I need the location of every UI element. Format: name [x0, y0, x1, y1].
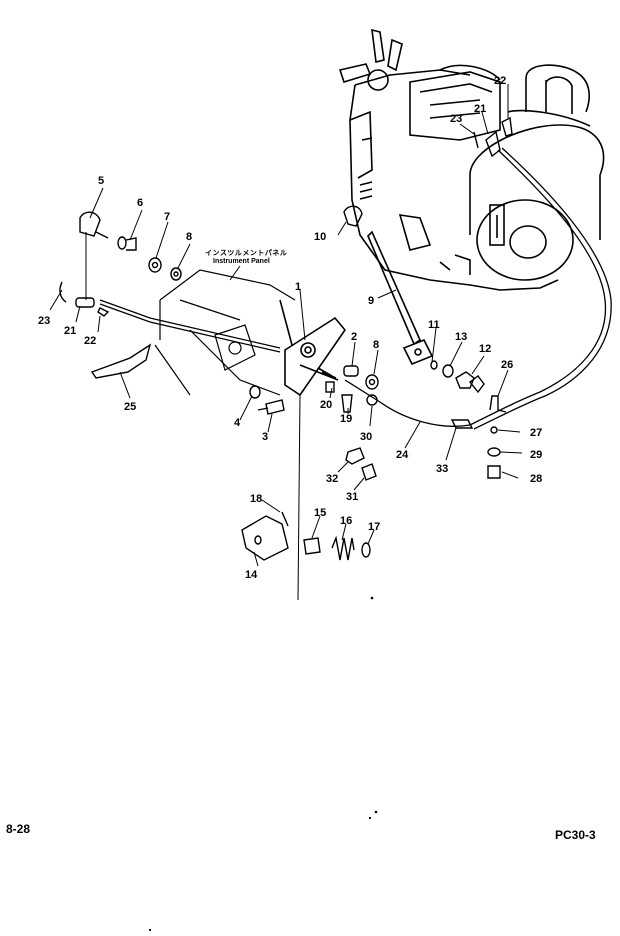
callout-20: 20	[320, 399, 332, 411]
callout-3: 3	[262, 431, 268, 443]
callout-6: 6	[137, 197, 143, 209]
callout-33: 33	[436, 463, 448, 475]
callout-14: 14	[245, 569, 258, 581]
callout-31: 31	[346, 491, 358, 503]
callout-30: 30	[360, 431, 372, 443]
callout-22a: 22	[84, 335, 96, 347]
callout-22b: 22	[494, 75, 506, 87]
callout-16: 16	[340, 515, 352, 527]
instrument-panel-label-jp: インスツルメントパネル	[205, 250, 288, 257]
callout-13: 13	[455, 331, 467, 343]
callout-4: 4	[234, 417, 241, 429]
instrument-panel	[154, 269, 296, 396]
callout-23b: 23	[450, 113, 462, 125]
callout-24: 24	[396, 449, 409, 461]
callout-21a: 21	[64, 325, 76, 337]
callout-15: 15	[314, 507, 326, 519]
callout-11: 11	[428, 319, 440, 331]
callout-19: 19	[340, 413, 352, 425]
callout-8b: 8	[373, 339, 379, 351]
callout-32: 32	[326, 473, 338, 485]
page-number: 8-28	[6, 822, 31, 836]
callout-7: 7	[164, 211, 170, 223]
callout-25: 25	[124, 401, 136, 413]
callout-28: 28	[530, 473, 542, 485]
callout-2: 2	[351, 331, 357, 343]
instrument-panel-label-en: Instrument Panel	[213, 258, 270, 265]
callout-18: 18	[250, 493, 262, 505]
hardware-parts	[59, 116, 513, 561]
callout-23a: 23	[38, 315, 50, 327]
engine-assembly	[338, 28, 605, 291]
model-code: PC30-3	[555, 828, 596, 842]
callout-10: 10	[314, 231, 326, 243]
callout-1: 1	[295, 281, 301, 293]
callout-17: 17	[368, 521, 380, 533]
callout-21b: 21	[474, 103, 486, 115]
governor-lever-rod	[367, 230, 434, 366]
leader-lines	[49, 84, 523, 567]
callout-26: 26	[501, 359, 513, 371]
callout-12: 12	[479, 343, 491, 355]
throttle-plate-assembly	[279, 299, 347, 601]
callout-29: 29	[530, 449, 542, 461]
callout-27: 27	[530, 427, 542, 439]
callout-9: 9	[368, 295, 374, 307]
callout-8a: 8	[186, 231, 192, 243]
callout-5: 5	[98, 175, 104, 187]
callout-labels: 1 2 3 4 5 6 7 8 8 9 10 11 12 13 14 15 16…	[38, 75, 542, 581]
scan-specks	[148, 596, 378, 932]
